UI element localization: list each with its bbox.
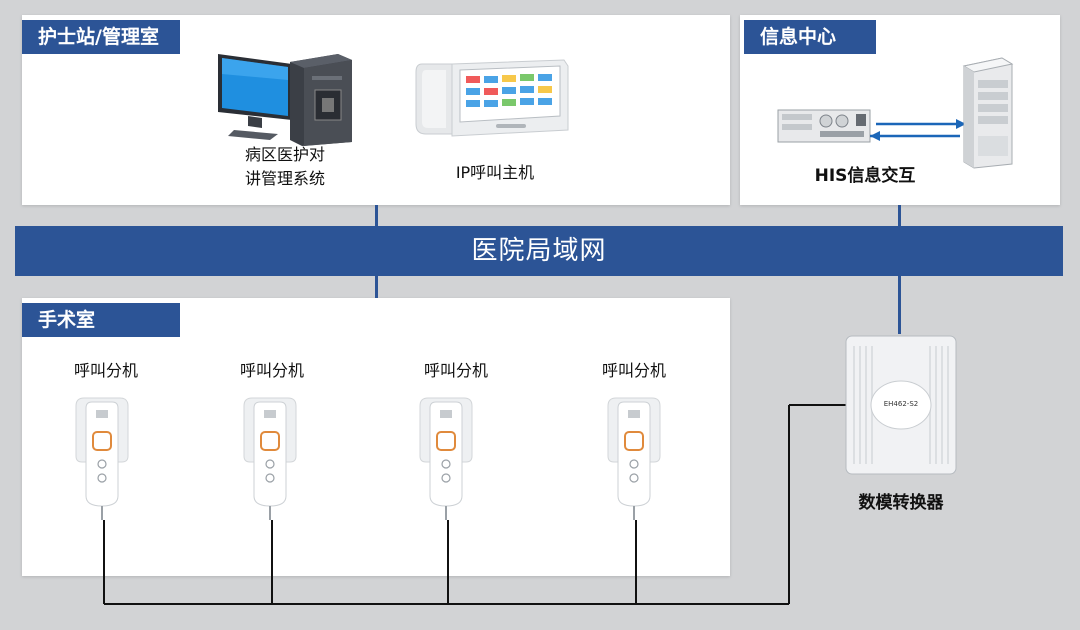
- extension-label-2: 呼叫分机: [239, 361, 304, 380]
- pc-caption-line2: 讲管理系统: [244, 169, 325, 188]
- pc-caption-line1: 病区医护对: [244, 145, 325, 164]
- nurse-station-title: 护士站/管理室: [22, 20, 180, 54]
- server-rack-icon: [777, 109, 871, 143]
- extension-label-1: 呼叫分机: [73, 361, 138, 380]
- call-extension-icon: [419, 397, 473, 520]
- converter-box-icon: [845, 335, 957, 475]
- info-center-title: 信息中心: [744, 20, 876, 54]
- hospital-lan-bar: 医院局域网: [15, 226, 1063, 276]
- call-extension-icon: [243, 397, 297, 520]
- extension-label-3: 呼叫分机: [423, 361, 488, 380]
- hospital-lan-label: 医院局域网: [471, 236, 607, 266]
- info-center-lan-link: [898, 205, 901, 226]
- ip-call-host-icon: [415, 59, 569, 137]
- call-extension-icon: [75, 397, 129, 520]
- his-caption: HIS信息交互: [814, 166, 916, 186]
- pc-caption: 病区医护对 讲管理系统: [200, 143, 370, 191]
- ip-host-caption: IP呼叫主机: [455, 163, 535, 182]
- tower-server-icon: [962, 57, 1014, 169]
- extension-label-4: 呼叫分机: [601, 361, 666, 380]
- converter-lan-link: [898, 276, 901, 334]
- call-extension-icon: [607, 397, 661, 520]
- operating-room-lan-link: [375, 276, 378, 298]
- desktop-pc-icon: [218, 54, 352, 146]
- converter-device-text: EH462-S2: [883, 400, 919, 408]
- nurse-station-lan-link: [375, 205, 378, 226]
- converter-caption: 数模转换器: [858, 493, 944, 513]
- his-exchange-arrows-icon: [870, 119, 966, 141]
- operating-room-title: 手术室: [22, 303, 180, 337]
